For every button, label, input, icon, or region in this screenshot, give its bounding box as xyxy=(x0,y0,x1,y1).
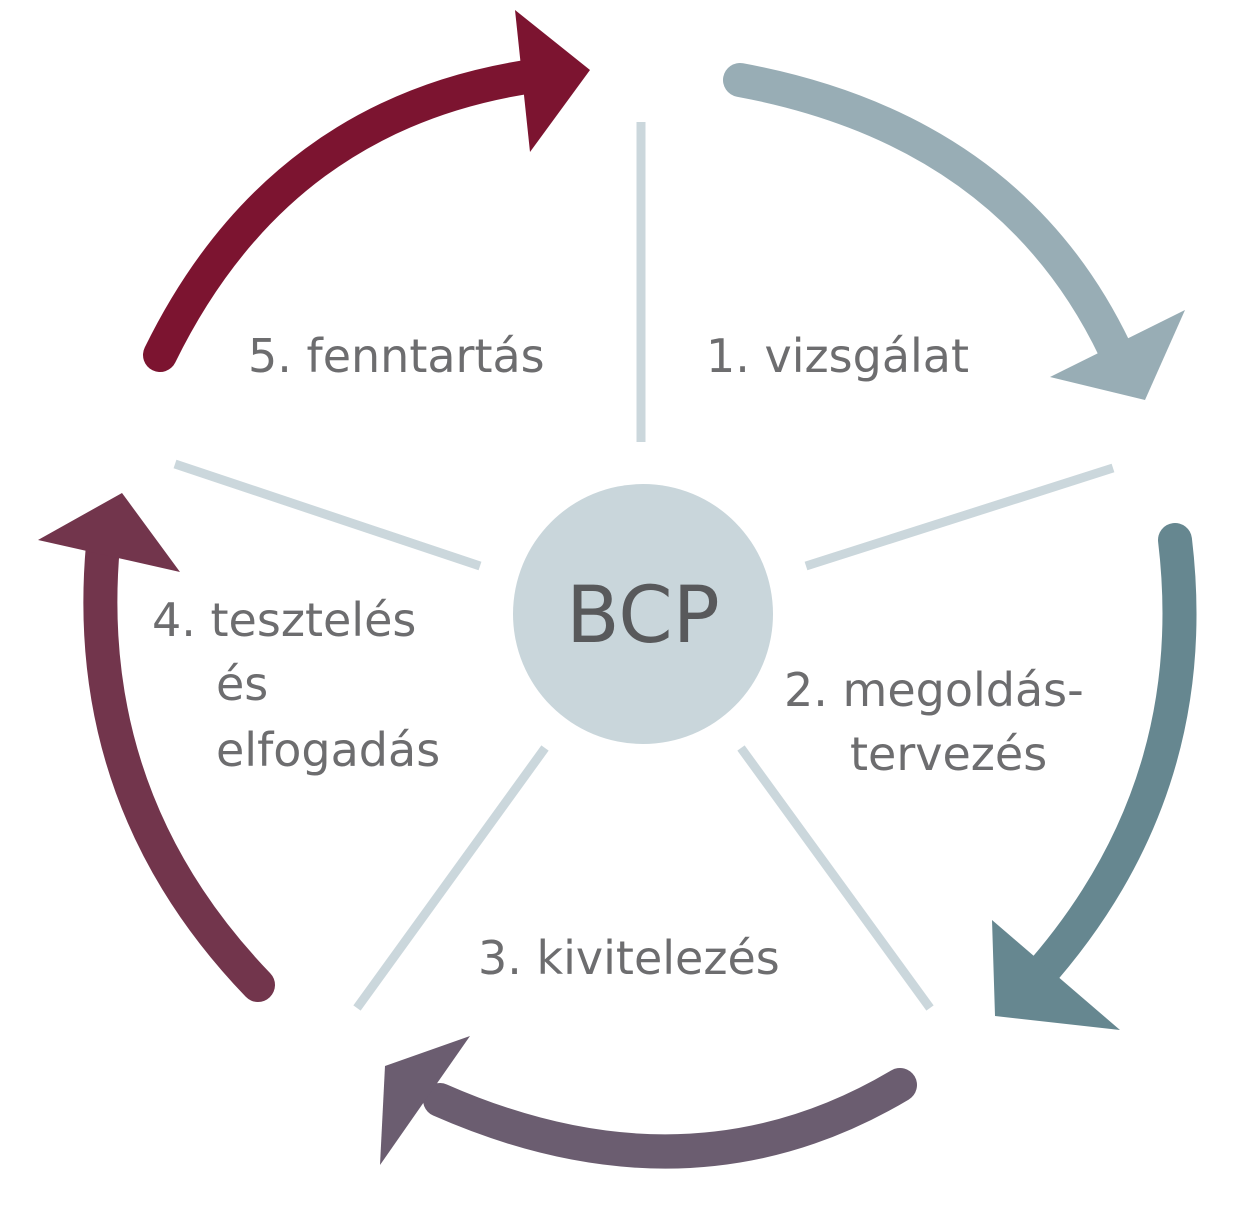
center-circle xyxy=(513,484,773,744)
arrow-step-5 xyxy=(143,10,590,372)
arrow-step-2-shaft xyxy=(1018,523,1197,997)
center-label: BCP xyxy=(566,571,720,661)
divider-spokes xyxy=(173,122,1115,1011)
step-labels: 1. vizsgálat 2. megoldás- tervezés 3. ki… xyxy=(152,329,1098,985)
arrow-step-3 xyxy=(380,1036,917,1169)
arrow-step-4 xyxy=(38,493,275,1002)
cycle-arrows xyxy=(38,10,1197,1169)
spoke-right xyxy=(804,463,1115,571)
arrow-step-1-head xyxy=(1050,310,1185,400)
arrow-step-4-shaft xyxy=(83,528,275,1002)
spoke-bottom-right xyxy=(737,745,934,1011)
arrow-step-2 xyxy=(992,523,1197,1030)
spoke-bottom-left xyxy=(353,745,549,1011)
arrow-step-1-shaft xyxy=(723,63,1132,367)
step-3-label: 3. kivitelezés xyxy=(478,931,780,985)
arrow-step-4-head xyxy=(38,493,180,572)
step-2-label: 2. megoldás- tervezés xyxy=(784,663,1098,781)
arrow-step-3-head xyxy=(380,1036,470,1165)
arrow-step-5-shaft xyxy=(143,58,557,372)
step-1-label: 1. vizsgálat xyxy=(706,329,969,383)
arrow-step-5-head xyxy=(515,10,590,152)
step-5-label: 5. fenntartás xyxy=(248,329,545,383)
step-4-label: 4. tesztelés és elfogadás xyxy=(152,593,440,777)
spoke-left xyxy=(173,459,482,571)
arrow-step-3-shaft xyxy=(423,1068,917,1169)
arrow-step-2-head xyxy=(992,920,1120,1030)
arrow-step-1 xyxy=(723,63,1185,400)
